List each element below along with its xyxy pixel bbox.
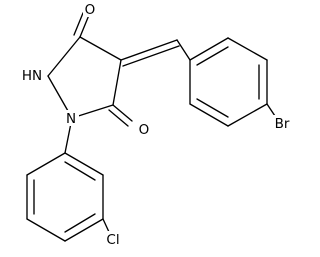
bond-bromo-ring-2 [227, 37, 268, 61]
bond-c4-ch-1 [120, 39, 178, 61]
bond-c3-c4 [79, 36, 122, 61]
bond-chloro-ring-3 [26, 218, 66, 242]
atom-labels: O HN N O Br Cl [18, 1, 295, 248]
bond-chloro-ring-inner-3 [64, 161, 96, 181]
chemical-structure-diagram: O HN N O Br Cl [18, 1, 295, 248]
bond-lines [26, 12, 276, 242]
bond-chloro-ring-4 [64, 218, 104, 242]
bond-c4-ch-2 [122, 45, 180, 67]
n-label-background [63, 110, 79, 126]
bond-c4-c5 [112, 59, 122, 106]
bond-chloro-ring-inner-2 [64, 213, 96, 233]
nitrogen-label: N [66, 111, 76, 127]
bond-bromo-ring-inner-1 [196, 46, 229, 66]
cl-label-background [103, 231, 124, 247]
oxygen-top-label: O [85, 2, 96, 18]
bond-ch-ring [176, 39, 191, 61]
bond-chloro-ring-6 [64, 152, 104, 176]
bond-bromo-ring-inner-3 [196, 98, 229, 118]
bond-bromo-ring-5 [189, 103, 229, 127]
bromine-label: Br [275, 116, 290, 132]
bond-bromo-ring-4 [227, 103, 268, 127]
nh-label: HN [22, 68, 42, 84]
br-label-background [270, 115, 295, 131]
o-top-label-background [83, 1, 98, 17]
bond-c5-o-bottom-2 [108, 109, 129, 127]
nh-label-background [18, 67, 47, 83]
bond-ring-cl [102, 218, 110, 233]
chlorine-label: Cl [106, 232, 119, 248]
bond-n2-c3 [47, 36, 81, 77]
o-bottom-label-background [137, 121, 152, 137]
oxygen-bottom-label: O [139, 122, 150, 138]
bond-ring-br [266, 103, 276, 117]
bond-c5-o-bottom-1 [112, 104, 133, 122]
bond-chloro-ring-1 [26, 152, 66, 176]
bond-bromo-ring-1 [189, 37, 229, 61]
bond-c3-o-top-2 [73, 12, 84, 36]
bond-c3-o-top-1 [79, 14, 90, 38]
